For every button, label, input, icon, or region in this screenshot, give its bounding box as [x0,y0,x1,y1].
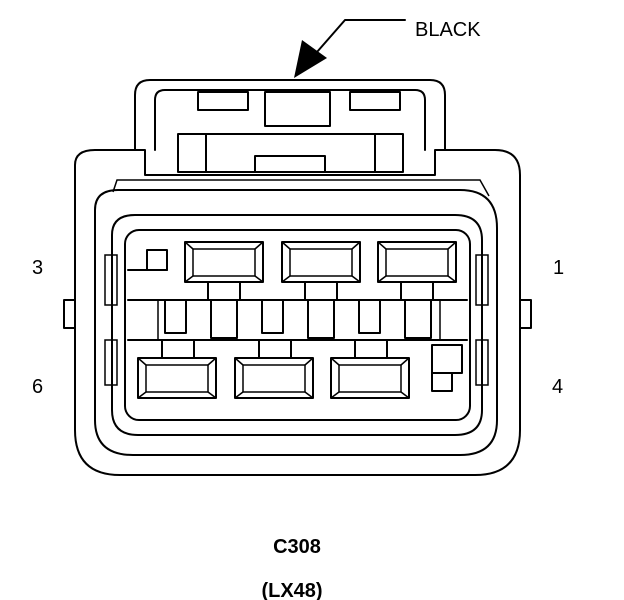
latch-slot-left [197,91,249,111]
pin-label-6: 6 [32,376,43,398]
outer-shell [74,149,521,476]
cavity-pin-2 [281,241,361,301]
latch-slot-right [349,91,401,111]
cavity-pin-3 [184,241,264,301]
side-ear-right [519,299,532,329]
key-left [146,249,168,271]
cavity-pin-5 [234,339,314,399]
color-leader-arrow [294,19,406,78]
color-label: BLACK [415,19,481,41]
pin-label-1: 1 [553,257,564,279]
pin-label-3: 3 [32,257,43,279]
side-ear-left [63,299,76,329]
shell-inner-rim [94,189,498,456]
terminal-face [124,229,471,421]
cavity-pin-1 [377,241,457,301]
connector-body [63,79,532,476]
top-cavity-row [184,241,457,301]
latch-tab [264,91,331,127]
option-code: (LX48) [261,580,322,600]
key-right [431,344,463,374]
bottom-cavity-row [137,339,410,399]
locking-fingers [164,299,432,339]
cavity-pin-4 [330,339,410,399]
pin-label-4: 4 [552,376,563,398]
cavity-pin-6 [137,339,217,399]
connector-id: C308 [273,536,321,558]
